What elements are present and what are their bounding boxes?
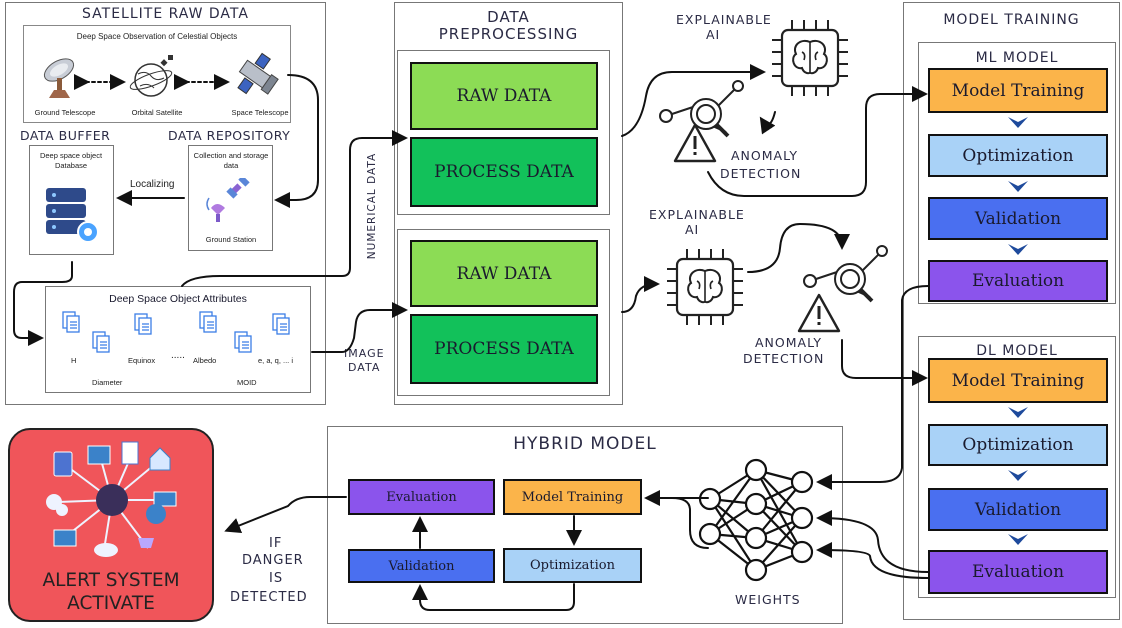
if-danger-1: IF [269, 536, 283, 551]
image-data-label-1: IMAGE [344, 347, 385, 360]
globe-satellite-icon [129, 55, 173, 97]
ground-station-label: Ground Station [205, 235, 257, 244]
image-data-label-2: DATA [348, 361, 381, 374]
hybrid-title: HYBRID MODEL [513, 434, 657, 454]
repository-collection-label: Collection and storage data [193, 151, 269, 170]
hybrid-validation: Validation [348, 549, 495, 583]
dl-model-training: Model Training [928, 358, 1108, 403]
ml-validation: Validation [928, 197, 1108, 240]
localizing-label: Localizing [130, 179, 175, 190]
if-danger-3: IS [269, 571, 284, 586]
xai-top-explainable: EXPLAINABLE [676, 12, 772, 27]
dl-model-title: DL MODEL [976, 343, 1058, 359]
dl-validation: Validation [928, 488, 1108, 531]
database-label: Deep space object Database [39, 151, 103, 170]
hybrid-model-training: Model Training [503, 479, 642, 515]
data-repository-title: DATA REPOSITORY [168, 128, 291, 143]
xai-bottom-ai: AI [685, 222, 700, 237]
hybrid-optimization: Optimization [503, 548, 642, 583]
data-buffer-title: DATA BUFFER [20, 128, 111, 143]
ground-telescope-label: Ground Telescope [34, 108, 96, 117]
attr-moid: MOID [237, 378, 257, 387]
if-danger-2: DANGER [242, 553, 304, 568]
numerical-data-label: NUMERICAL DATA [366, 152, 378, 260]
alert-network-icon [46, 441, 177, 557]
xai-top-anomaly: ANOMALY [731, 148, 799, 163]
attr-equinox: Equinox [128, 356, 156, 365]
satellite-title: SATELLITE RAW DATA [82, 6, 249, 22]
preprocessing-title-1: DATA [487, 8, 530, 26]
hybrid-evaluation: Evaluation [348, 479, 495, 515]
raw-data-top: RAW DATA [410, 62, 598, 130]
observation-subtitle: Deep Space Observation of Celestial Obje… [76, 32, 238, 41]
attr-h: H [71, 356, 77, 365]
ground-station-icon [206, 178, 250, 222]
attr-dots: ..... [171, 350, 185, 361]
xai-top-ai: AI [706, 27, 721, 42]
raw-data-bottom: RAW DATA [410, 240, 598, 307]
database-icon [46, 188, 99, 243]
brain-chip-icon-top [772, 20, 848, 96]
ml-model-training: Model Training [928, 68, 1108, 113]
attributes-title: Deep Space Object Attributes [109, 293, 247, 305]
alert-system-box [8, 428, 214, 622]
preprocessing-title-2: PREPROCESSING [438, 25, 579, 43]
alert-label-1: ALERT SYSTEM [42, 570, 180, 591]
dl-evaluation: Evaluation [928, 550, 1108, 594]
process-data-top: PROCESS DATA [410, 137, 598, 207]
orbital-satellite-label: Orbital Satellite [131, 108, 183, 117]
warning-icon-top [673, 123, 717, 163]
process-data-bottom: PROCESS DATA [410, 314, 598, 384]
space-telescope-icon [237, 52, 279, 95]
xai-bottom-explainable: EXPLAINABLE [649, 207, 745, 222]
ground-telescope-icon [43, 58, 75, 98]
warning-icon-bottom [797, 293, 841, 333]
attributes-box [45, 286, 311, 393]
attr-orbit: e, a, q, ... i [258, 356, 294, 365]
xai-bottom-anomaly: ANOMALY [755, 335, 823, 350]
ml-optimization: Optimization [928, 134, 1108, 177]
neural-network-icon [698, 458, 814, 582]
xai-top-detection: DETECTION [720, 166, 802, 181]
model-training-title: MODEL TRAINING [943, 12, 1080, 28]
space-telescope-label: Space Telescope [231, 108, 289, 117]
dl-optimization: Optimization [928, 424, 1108, 466]
attr-albedo: Albedo [193, 356, 217, 365]
brain-chip-icon-bottom [667, 249, 743, 325]
xai-bottom-detection: DETECTION [743, 351, 825, 366]
attr-diameter: Diameter [92, 378, 123, 387]
ml-model-title: ML MODEL [975, 50, 1059, 66]
ml-evaluation: Evaluation [928, 260, 1108, 302]
alert-label-2: ACTIVATE [67, 593, 155, 614]
weights-label: WEIGHTS [735, 592, 801, 607]
if-danger-4: DETECTED [230, 590, 308, 605]
